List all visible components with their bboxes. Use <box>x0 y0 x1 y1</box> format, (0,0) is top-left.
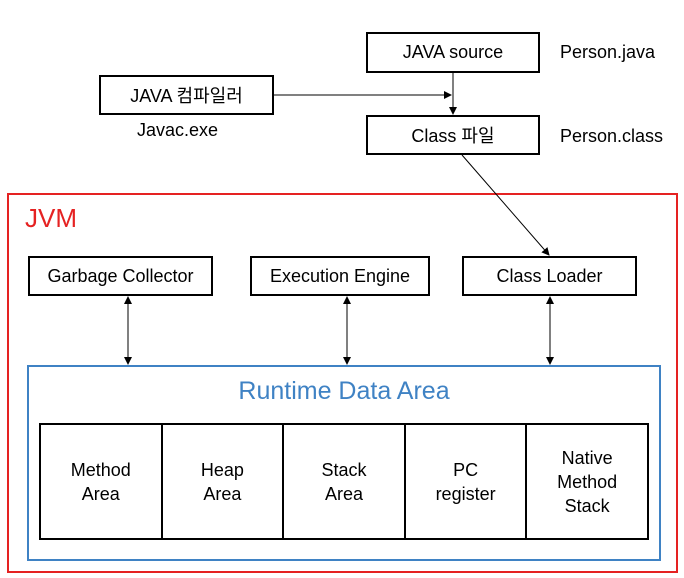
class-loader-box: Class Loader <box>462 256 637 296</box>
java-compiler-box: JAVA 컴파일러 <box>99 75 274 115</box>
class-file-label: Class 파일 <box>411 126 495 146</box>
runtime-data-area-frame <box>27 365 661 561</box>
method-area-cell: Method Area <box>41 425 163 538</box>
class-file-box: Class 파일 <box>366 115 540 155</box>
compiler-executable-label: Javac.exe <box>137 120 219 140</box>
stack-area-cell: Stack Area <box>284 425 406 538</box>
class-file-to-loader-arrow <box>461 154 550 256</box>
java-source-label: JAVA source <box>402 42 504 62</box>
native-method-stack-cell: Native Method Stack <box>557 447 618 516</box>
execution-engine-label: Execution Engine <box>269 265 411 286</box>
pc-register-cell: PC register <box>406 425 528 538</box>
class-loader-label: Class Loader <box>496 265 603 286</box>
java-source-filename: Person.java <box>560 42 656 62</box>
jvm-frame <box>7 193 678 573</box>
garbage-collector-box: Garbage Collector <box>28 256 213 296</box>
runtime-data-area-title: Runtime Data Area <box>238 377 450 405</box>
java-source-box: JAVA source <box>366 32 540 73</box>
heap-area-cell: Heap Area <box>163 425 285 538</box>
execution-engine-box: Execution Engine <box>250 256 430 296</box>
class-file-filename: Person.class <box>560 126 664 146</box>
jvm-title: JVM <box>25 203 77 233</box>
java-compiler-label: JAVA 컴파일러 <box>130 86 243 106</box>
memory-areas-row: Method Area Heap Area Stack Area PC regi… <box>39 423 649 540</box>
garbage-collector-label: Garbage Collector <box>47 265 194 286</box>
